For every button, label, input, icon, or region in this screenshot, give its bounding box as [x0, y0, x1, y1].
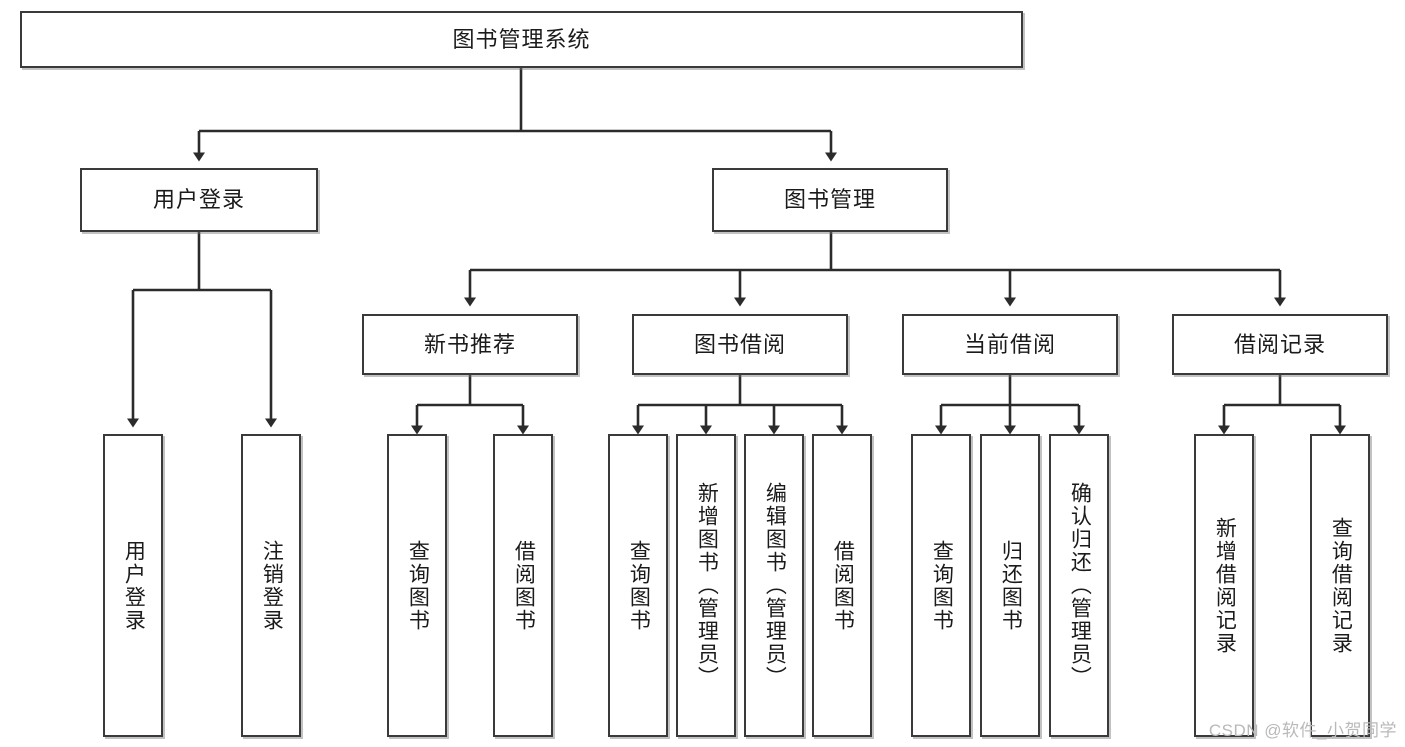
node-borrow-records-label: 借阅记录	[1233, 331, 1326, 357]
leaf-current-confirm-return-label: 确认归还（管理员）	[1068, 482, 1092, 689]
leaf-borrow-add-book-label: 新增图书（管理员）	[695, 482, 719, 689]
leaf-borrow-query-book[interactable]: 查询图书	[608, 434, 668, 737]
leaf-borrow-query-book-label: 查询图书	[627, 539, 651, 632]
node-book-management-label: 图书管理	[783, 187, 876, 213]
leaf-newbook-query-book[interactable]: 查询图书	[387, 434, 447, 737]
leaf-user-login-signin-label: 用户登录	[122, 539, 146, 632]
leaf-user-login-signout[interactable]: 注销登录	[241, 434, 301, 737]
leaf-current-query-book-label: 查询图书	[930, 539, 954, 632]
leaf-current-query-book[interactable]: 查询图书	[911, 434, 971, 737]
csdn-watermark: CSDN @软件_小贺同学	[1208, 721, 1397, 740]
node-book-borrow-label: 图书借阅	[693, 331, 786, 357]
leaf-current-return-book[interactable]: 归还图书	[980, 434, 1040, 737]
leaf-newbook-query-book-label: 查询图书	[406, 539, 430, 632]
node-user-login-label: 用户登录	[152, 187, 245, 213]
leaf-current-return-book-label: 归还图书	[999, 539, 1023, 632]
node-book-management[interactable]: 图书管理	[712, 168, 948, 232]
leaf-user-login-signin[interactable]: 用户登录	[103, 434, 163, 737]
leaf-borrow-borrow-book[interactable]: 借阅图书	[812, 434, 872, 737]
leaf-borrow-edit-book-label: 编辑图书（管理员）	[763, 482, 787, 689]
leaf-newbook-borrow-book-label: 借阅图书	[512, 539, 536, 632]
leaf-records-query-record[interactable]: 查询借阅记录	[1310, 434, 1370, 737]
leaf-records-add-record[interactable]: 新增借阅记录	[1194, 434, 1254, 737]
node-current-borrow-label: 当前借阅	[963, 331, 1056, 357]
node-new-book-recommend-label: 新书推荐	[423, 331, 516, 357]
node-current-borrow[interactable]: 当前借阅	[902, 314, 1118, 375]
node-new-book-recommend[interactable]: 新书推荐	[362, 314, 578, 375]
leaf-records-add-record-label: 新增借阅记录	[1213, 516, 1237, 655]
leaf-borrow-borrow-book-label: 借阅图书	[831, 539, 855, 632]
leaf-borrow-add-book[interactable]: 新增图书（管理员）	[676, 434, 736, 737]
node-user-login[interactable]: 用户登录	[80, 168, 318, 232]
node-root[interactable]: 图书管理系统	[20, 11, 1023, 68]
leaf-user-login-signout-label: 注销登录	[260, 539, 284, 632]
leaf-records-query-record-label: 查询借阅记录	[1329, 516, 1353, 655]
leaf-borrow-edit-book[interactable]: 编辑图书（管理员）	[744, 434, 804, 737]
node-book-borrow[interactable]: 图书借阅	[632, 314, 848, 375]
node-root-label: 图书管理系统	[452, 26, 591, 52]
leaf-current-confirm-return[interactable]: 确认归还（管理员）	[1049, 434, 1109, 737]
leaf-newbook-borrow-book[interactable]: 借阅图书	[493, 434, 553, 737]
node-borrow-records[interactable]: 借阅记录	[1172, 314, 1388, 375]
